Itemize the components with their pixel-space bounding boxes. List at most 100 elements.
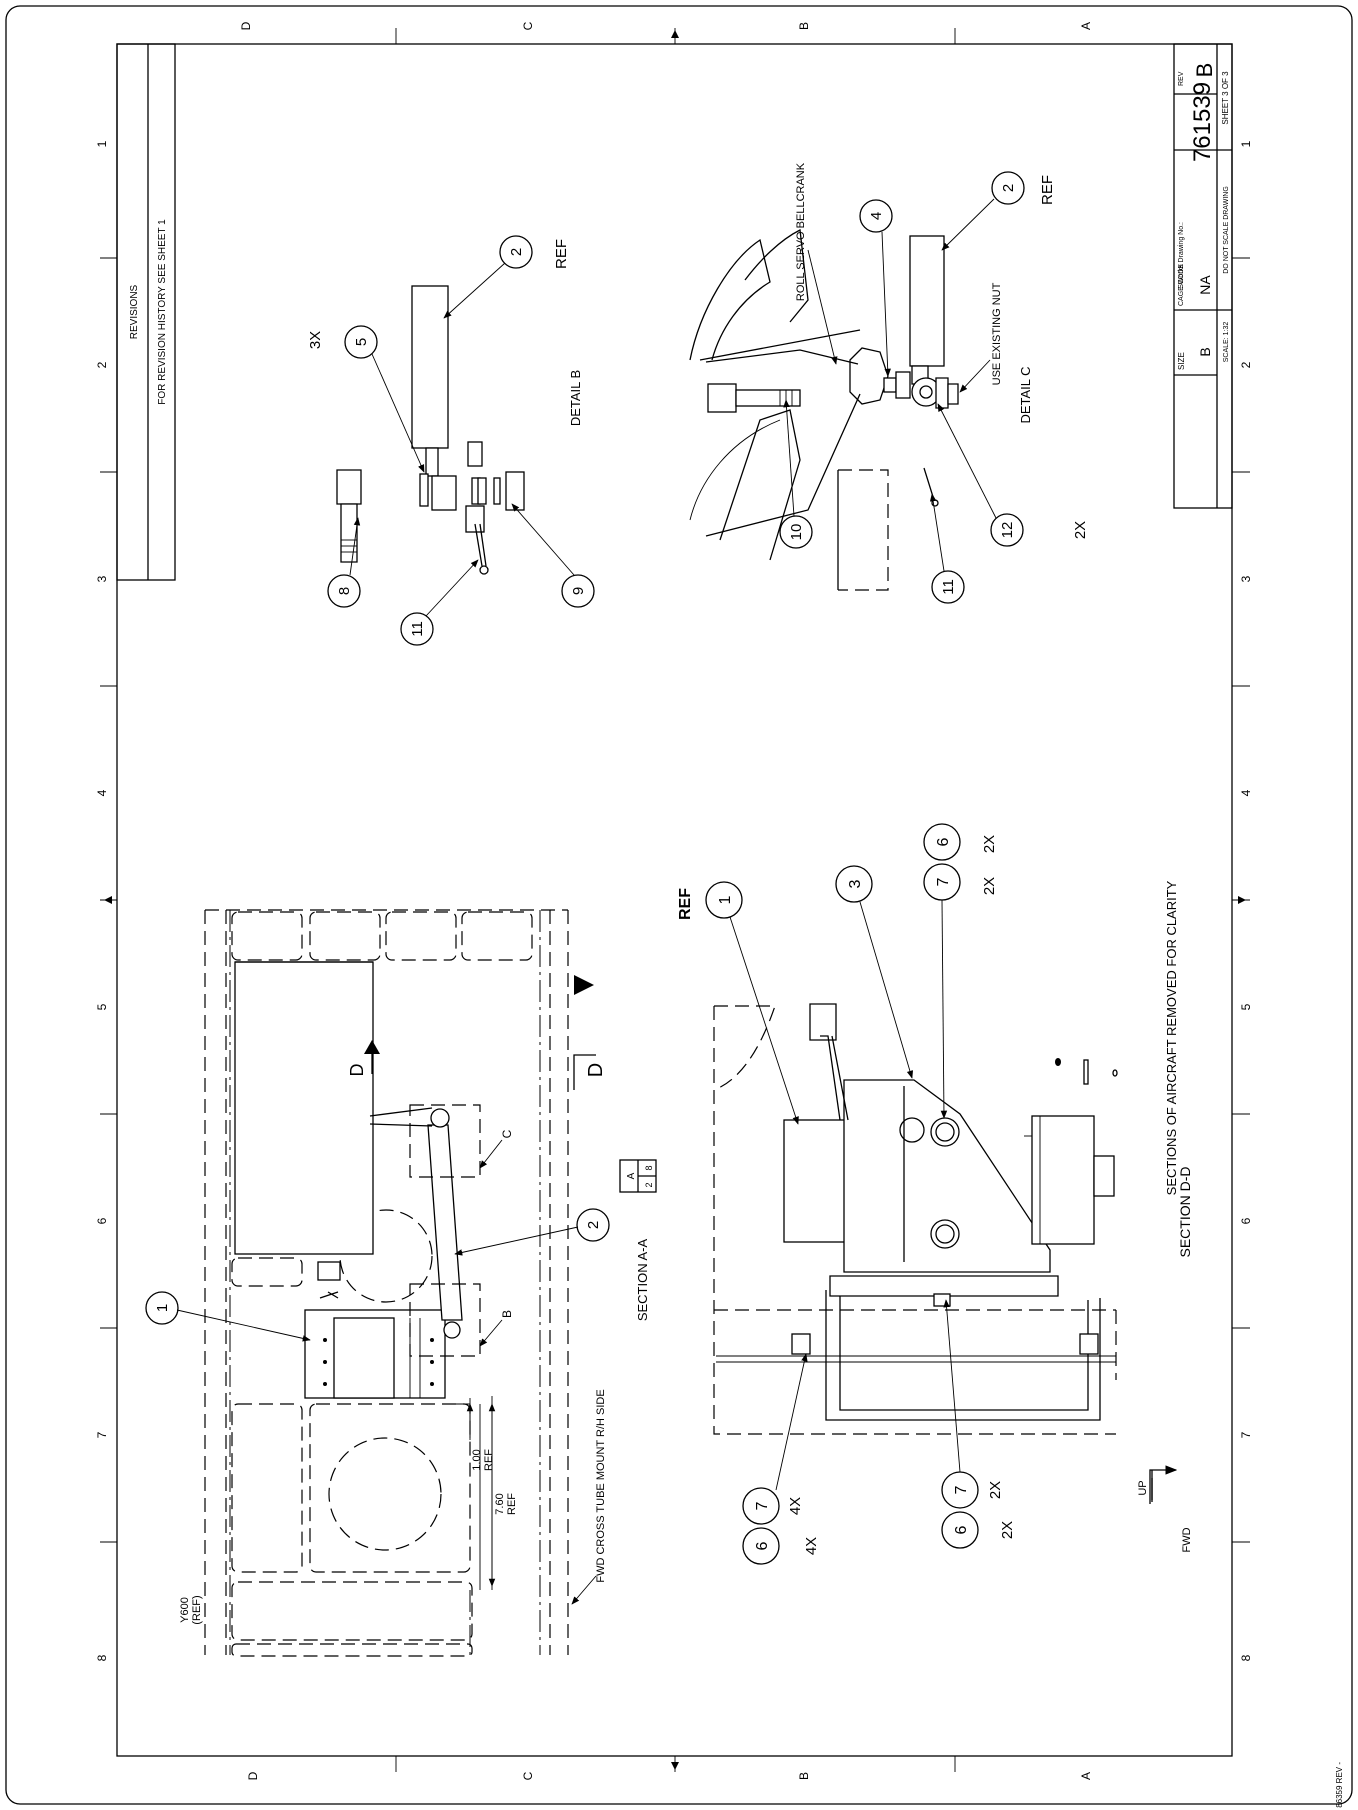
dimension-7-60-ref: REF	[506, 1493, 518, 1515]
zone-number: 3	[1239, 575, 1253, 582]
sheet-ref-2: 2	[644, 1182, 654, 1187]
zone-number: 7	[95, 1431, 109, 1438]
balloon-2: 2	[1000, 184, 1017, 192]
balloon-3: 3	[847, 879, 864, 888]
sheet-number: SHEET 3 OF 3	[1221, 71, 1230, 125]
zone-letter: C	[521, 1771, 535, 1780]
detail-callout-c: C	[500, 1129, 514, 1138]
balloon-6: 6	[935, 837, 952, 846]
balloon-12: 12	[999, 522, 1016, 539]
zone-number: 6	[95, 1217, 109, 1224]
zone-letter: C	[521, 21, 535, 30]
fwd-cross-tube-note: FWD CROSS TUBE MOUNT R/H SIDE	[595, 1389, 607, 1582]
zone-number: 4	[95, 789, 109, 796]
qty-2x: 2X	[981, 877, 998, 895]
revisions-table: REVISIONS FOR REVISION HISTORY SEE SHEET…	[116, 43, 176, 581]
qty-4x: 4X	[787, 1497, 804, 1515]
title-block: REV B SWorks Drawing No.: 761539 CAGE CO…	[1173, 43, 1233, 509]
cage-label: CAGE CODE	[1178, 264, 1185, 306]
zone-letter: B	[797, 1772, 811, 1780]
zone-letter: D	[246, 1771, 260, 1780]
section-d-d-title: SECTION D-D	[1177, 1167, 1193, 1258]
drawing-number: 761539	[1189, 82, 1216, 162]
balloon-2: 2	[585, 1221, 602, 1229]
bellcrank-note: ROLL SERVO BELLCRANK	[795, 162, 807, 301]
section-a-a-title: SECTION A-A	[635, 1239, 650, 1322]
dimension-1-00-ref: REF	[483, 1449, 495, 1471]
zone-number: 7	[1239, 1431, 1253, 1438]
detail-b-title: DETAIL B	[568, 370, 583, 426]
view-marker-d: D	[347, 1064, 367, 1077]
zone-number: 8	[95, 1654, 109, 1661]
qty-2x: 2X	[987, 1481, 1004, 1499]
y600-label: Y600	[179, 1597, 191, 1623]
dimension-1-00: 1.00	[471, 1449, 483, 1470]
balloon-7: 7	[935, 877, 952, 886]
zone-letters-bottom: D C B A	[246, 1771, 1093, 1780]
detail-c-ref: REF	[1039, 175, 1056, 205]
balloon-6: 6	[953, 1525, 970, 1534]
zone-number: 2	[1239, 361, 1253, 368]
balloon-5: 5	[353, 338, 370, 346]
zone-number: 3	[95, 575, 109, 582]
zone-letters-top: D C B A	[239, 21, 1093, 30]
sheet-ref-8: 8	[644, 1165, 654, 1170]
rev-value: B	[1192, 63, 1217, 78]
balloon-11: 11	[940, 579, 957, 595]
balloon-7: 7	[953, 1485, 970, 1494]
detail-callout-b: B	[500, 1310, 514, 1318]
sheet-frame	[5, 5, 1353, 1805]
detail-c: 2 4 10 11 12 ROLL SERVO BELLCRANK USE EX…	[689, 162, 1089, 604]
size-value: B	[1197, 347, 1213, 356]
balloon-11: 11	[409, 621, 426, 637]
balloon-2: 2	[508, 248, 525, 256]
qty-2x: 2X	[981, 835, 998, 853]
balloon-7: 7	[754, 1501, 771, 1510]
detail-b-qty: 3X	[307, 331, 324, 349]
zone-letter: B	[797, 22, 811, 30]
balloon-1: 1	[154, 1304, 171, 1312]
dimension-7-60: 7.60	[494, 1493, 506, 1514]
axis-up-label: UP	[1137, 1480, 1149, 1495]
scale: SCALE: 1:32	[1223, 322, 1230, 363]
section-a-a: D D C B A 2 8 1 2 SECTION A-A FWD CROSS …	[145, 909, 657, 1657]
qty-4x: 4X	[803, 1537, 820, 1555]
balloon-4: 4	[868, 212, 885, 220]
balloon-6: 6	[754, 1541, 771, 1550]
qty-2x: 2X	[999, 1521, 1016, 1539]
zone-number: 1	[95, 140, 109, 147]
section-d-d-ref: REF	[677, 888, 694, 920]
zone-number: 5	[1239, 1003, 1253, 1010]
balloon-9: 9	[570, 587, 587, 595]
section-d-d: 1 3 6 7 6 7 6 7 REF 2X 2X 4X 4X 2X 2X SE…	[677, 823, 1193, 1565]
do-not-scale: DO NOT SCALE DRAWING	[1223, 186, 1230, 274]
zone-letter: A	[1079, 1772, 1093, 1780]
cage-value: NA	[1197, 275, 1213, 295]
zone-number: 8	[1239, 1654, 1253, 1661]
balloon-1: 1	[717, 895, 734, 904]
use-existing-nut-note: USE EXISTING NUT	[991, 282, 1003, 385]
detail-c-qty: 2X	[1072, 521, 1089, 539]
zone-number: 4	[1239, 789, 1253, 796]
balloon-8: 8	[336, 587, 353, 595]
zone-letter: D	[239, 21, 253, 30]
sections-removed-note: SECTIONS OF AIRCRAFT REMOVED FOR CLARITY	[1164, 880, 1179, 1195]
view-marker-d: D	[585, 1063, 607, 1077]
zone-number: 6	[1239, 1217, 1253, 1224]
revisions-title: REVISIONS	[129, 284, 140, 339]
rev-label: REV	[1178, 71, 1185, 86]
detail-b: 2 5 8 9 11 3X REF DETAIL B	[307, 235, 595, 646]
sheet-ref-a: A	[626, 1172, 637, 1179]
zone-letter: A	[1079, 22, 1093, 30]
detail-b-ref: REF	[553, 239, 570, 269]
revisions-note: FOR REVISION HISTORY SEE SHEET 1	[157, 219, 168, 405]
form-number: FORM 86359 REV -	[1335, 1762, 1344, 1810]
axis-fwd-label: FWD	[1181, 1527, 1193, 1552]
detail-c-title: DETAIL C	[1018, 366, 1033, 423]
size-label: SIZE	[1177, 352, 1186, 370]
zone-number: 1	[1239, 140, 1253, 147]
zone-numbers-left: 1 2 3 4 5 6 7 8	[95, 140, 109, 1661]
zone-number: 5	[95, 1003, 109, 1010]
zone-number: 2	[95, 361, 109, 368]
